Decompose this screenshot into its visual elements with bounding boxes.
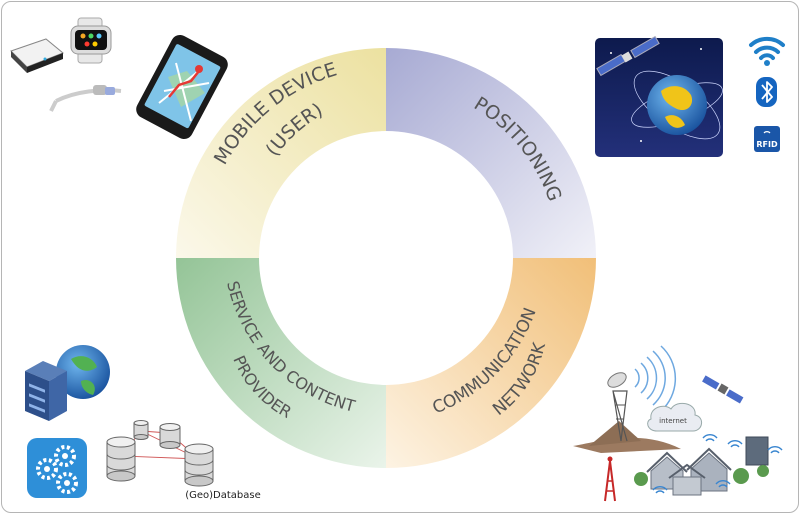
wifi-icon bbox=[749, 36, 785, 66]
internet-cloud-icon: internet bbox=[647, 402, 702, 432]
power-bank-icon bbox=[10, 38, 64, 73]
radio-tower-icon bbox=[607, 372, 628, 442]
database-cylinder-small-1 bbox=[133, 420, 149, 440]
rfid-label: RFID bbox=[756, 140, 778, 149]
wifi-signals-small bbox=[652, 434, 783, 494]
database-network-icon bbox=[106, 420, 214, 487]
network-landscape-icon: internet bbox=[573, 345, 783, 502]
satellite-earth-icon bbox=[595, 35, 723, 157]
satellite-icon bbox=[702, 375, 744, 404]
smart-glasses-icon bbox=[49, 85, 122, 112]
smartwatch-icon bbox=[70, 17, 112, 64]
database-label: (Geo)Database bbox=[185, 490, 261, 501]
database-cylinder-large bbox=[106, 436, 136, 482]
internet-label: internet bbox=[659, 417, 687, 425]
segment-positioning bbox=[386, 48, 596, 258]
signal-waves bbox=[634, 345, 677, 412]
houses-icon bbox=[634, 436, 769, 496]
smartphone-map-icon bbox=[136, 35, 228, 139]
rfid-icon: RFID bbox=[754, 126, 780, 152]
settings-gears-icon bbox=[27, 438, 87, 498]
database-cylinder-right bbox=[184, 443, 214, 487]
database-cylinder-medium bbox=[159, 423, 181, 449]
segment-communication-network bbox=[386, 258, 596, 468]
server-globe-icon bbox=[25, 345, 110, 421]
segment-mobile-device bbox=[176, 48, 386, 258]
bluetooth-icon bbox=[756, 77, 777, 107]
cell-tower-icon bbox=[604, 456, 616, 502]
segment-service-provider bbox=[176, 258, 386, 468]
